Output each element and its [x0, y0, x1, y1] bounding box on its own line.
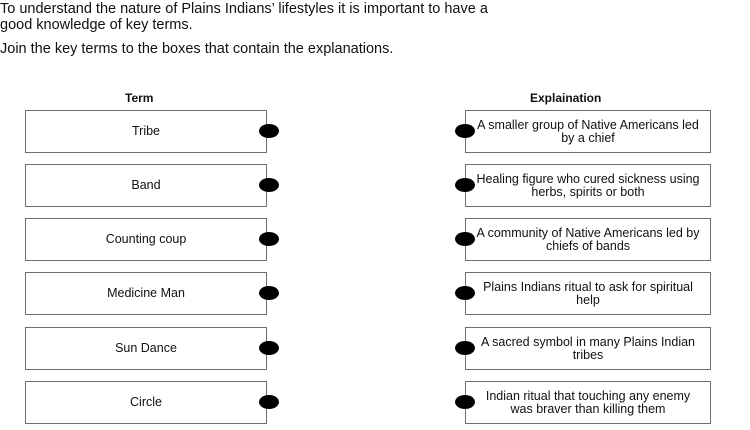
explanation-box[interactable]: Plains Indians ritual to ask for spiritu…: [465, 272, 711, 315]
explanation-box[interactable]: A sacred symbol in many Plains Indian tr…: [465, 327, 711, 370]
instruction-text: Join the key terms to the boxes that con…: [0, 41, 394, 57]
explanation-box[interactable]: A smaller group of Native Americans led …: [465, 110, 711, 153]
term-connector-dot[interactable]: [259, 395, 279, 409]
explanation-connector-dot[interactable]: [455, 341, 475, 355]
explanation-connector-dot[interactable]: [455, 395, 475, 409]
term-connector-dot[interactable]: [259, 232, 279, 246]
term-box-tribe[interactable]: Tribe: [25, 110, 267, 153]
term-box-circle[interactable]: Circle: [25, 381, 267, 424]
term-box-medicine-man[interactable]: Medicine Man: [25, 272, 267, 315]
term-column-header: Term: [125, 91, 154, 105]
term-box-counting-coup[interactable]: Counting coup: [25, 218, 267, 261]
term-connector-dot[interactable]: [259, 341, 279, 355]
term-connector-dot[interactable]: [259, 124, 279, 138]
explanation-box[interactable]: Indian ritual that touching any enemy wa…: [465, 381, 711, 424]
intro-text: To understand the nature of Plains India…: [0, 1, 488, 33]
explanation-connector-dot[interactable]: [455, 124, 475, 138]
term-connector-dot[interactable]: [259, 178, 279, 192]
explanation-box[interactable]: Healing figure who cured sickness using …: [465, 164, 711, 207]
term-box-sun-dance[interactable]: Sun Dance: [25, 327, 267, 370]
explanation-connector-dot[interactable]: [455, 286, 475, 300]
explanation-column-header: Explaination: [530, 91, 602, 105]
term-box-band[interactable]: Band: [25, 164, 267, 207]
term-connector-dot[interactable]: [259, 286, 279, 300]
explanation-connector-dot[interactable]: [455, 178, 475, 192]
explanation-box[interactable]: A community of Native Americans led by c…: [465, 218, 711, 261]
explanation-connector-dot[interactable]: [455, 232, 475, 246]
